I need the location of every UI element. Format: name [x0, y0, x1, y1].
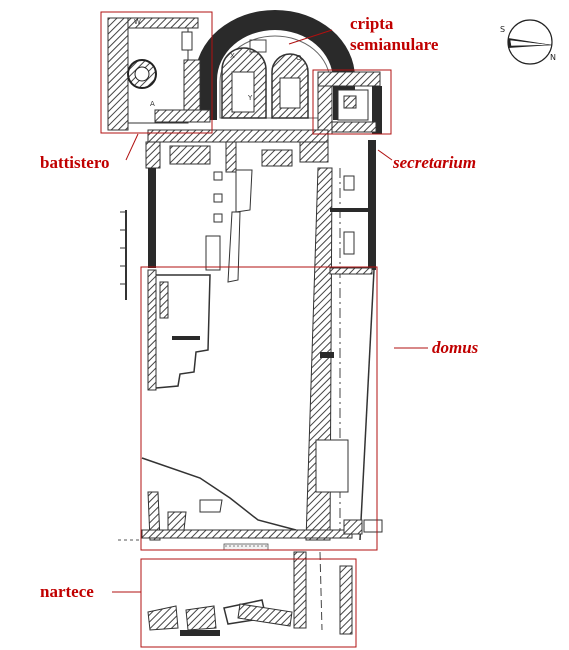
- nartece-highlight-box: [140, 558, 357, 648]
- cripta-label-line2: semianulare: [350, 35, 439, 54]
- secretarium-label: secretarium: [393, 153, 477, 172]
- secretarium-leader-line: [377, 149, 393, 161]
- cripta-label-line1: cripta: [350, 14, 394, 33]
- crypt-apse: Y X O: [195, 10, 355, 120]
- battistero-label: battistero: [40, 153, 110, 172]
- transept-walls: [145, 129, 329, 173]
- nave-fragments: [155, 169, 253, 389]
- scale-bar: [120, 210, 127, 300]
- svg-text:O: O: [296, 54, 302, 62]
- domus-label: domus: [432, 338, 479, 357]
- church-outer-walls: [147, 140, 376, 541]
- secretarium-highlight-box: [312, 69, 392, 135]
- compass-south-letter: S: [500, 25, 505, 34]
- compass-north-letter: N: [550, 53, 556, 62]
- domus-highlight-box: [140, 266, 378, 551]
- cripta-leader-line: [288, 29, 333, 45]
- baptistery-structure: W A: [107, 17, 211, 131]
- svg-text:A: A: [150, 100, 155, 108]
- nartece-label: nartece: [40, 582, 94, 601]
- compass-icon: S N: [500, 19, 556, 65]
- battistero-leader-line: [125, 133, 139, 161]
- battistero-highlight-box: [100, 11, 213, 134]
- narthex-structure: [147, 551, 353, 636]
- secretarium-structure: [317, 71, 382, 135]
- svg-text:Y: Y: [247, 94, 253, 102]
- svg-text:X: X: [230, 52, 235, 60]
- svg-text:W: W: [134, 18, 141, 26]
